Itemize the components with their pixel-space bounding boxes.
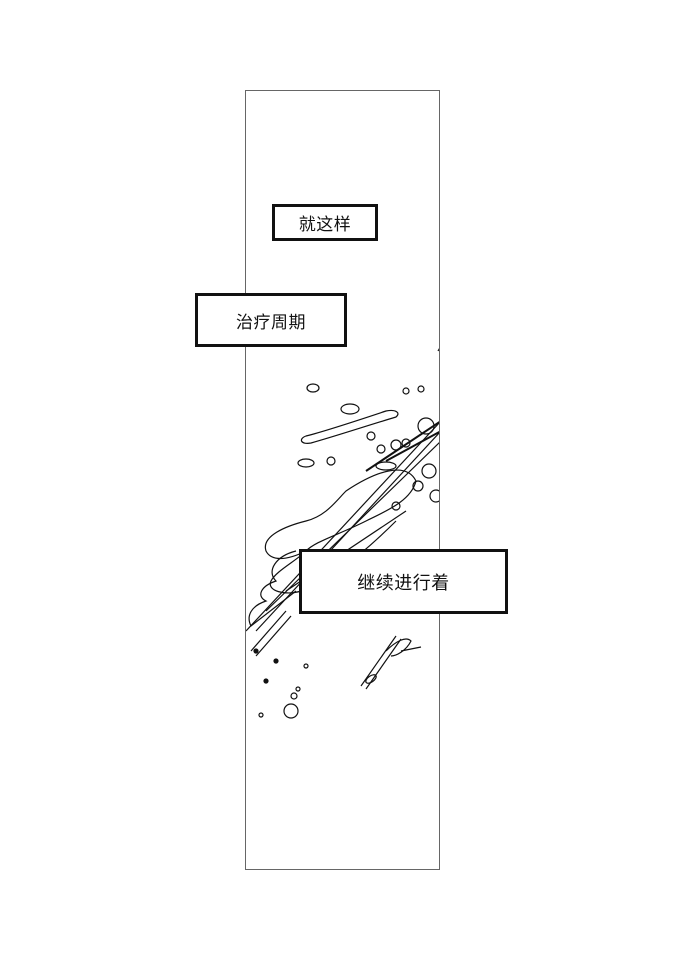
caption-text: 就这样 (298, 215, 352, 235)
splash-illustration (246, 348, 439, 719)
caption-box: 治疗周期 (195, 293, 347, 347)
caption-text: 继续进行着 (357, 572, 450, 594)
caption-box: 继续进行着 (299, 549, 508, 614)
caption-text: 治疗周期 (236, 312, 306, 333)
caption-box: 就这样 (272, 204, 378, 241)
